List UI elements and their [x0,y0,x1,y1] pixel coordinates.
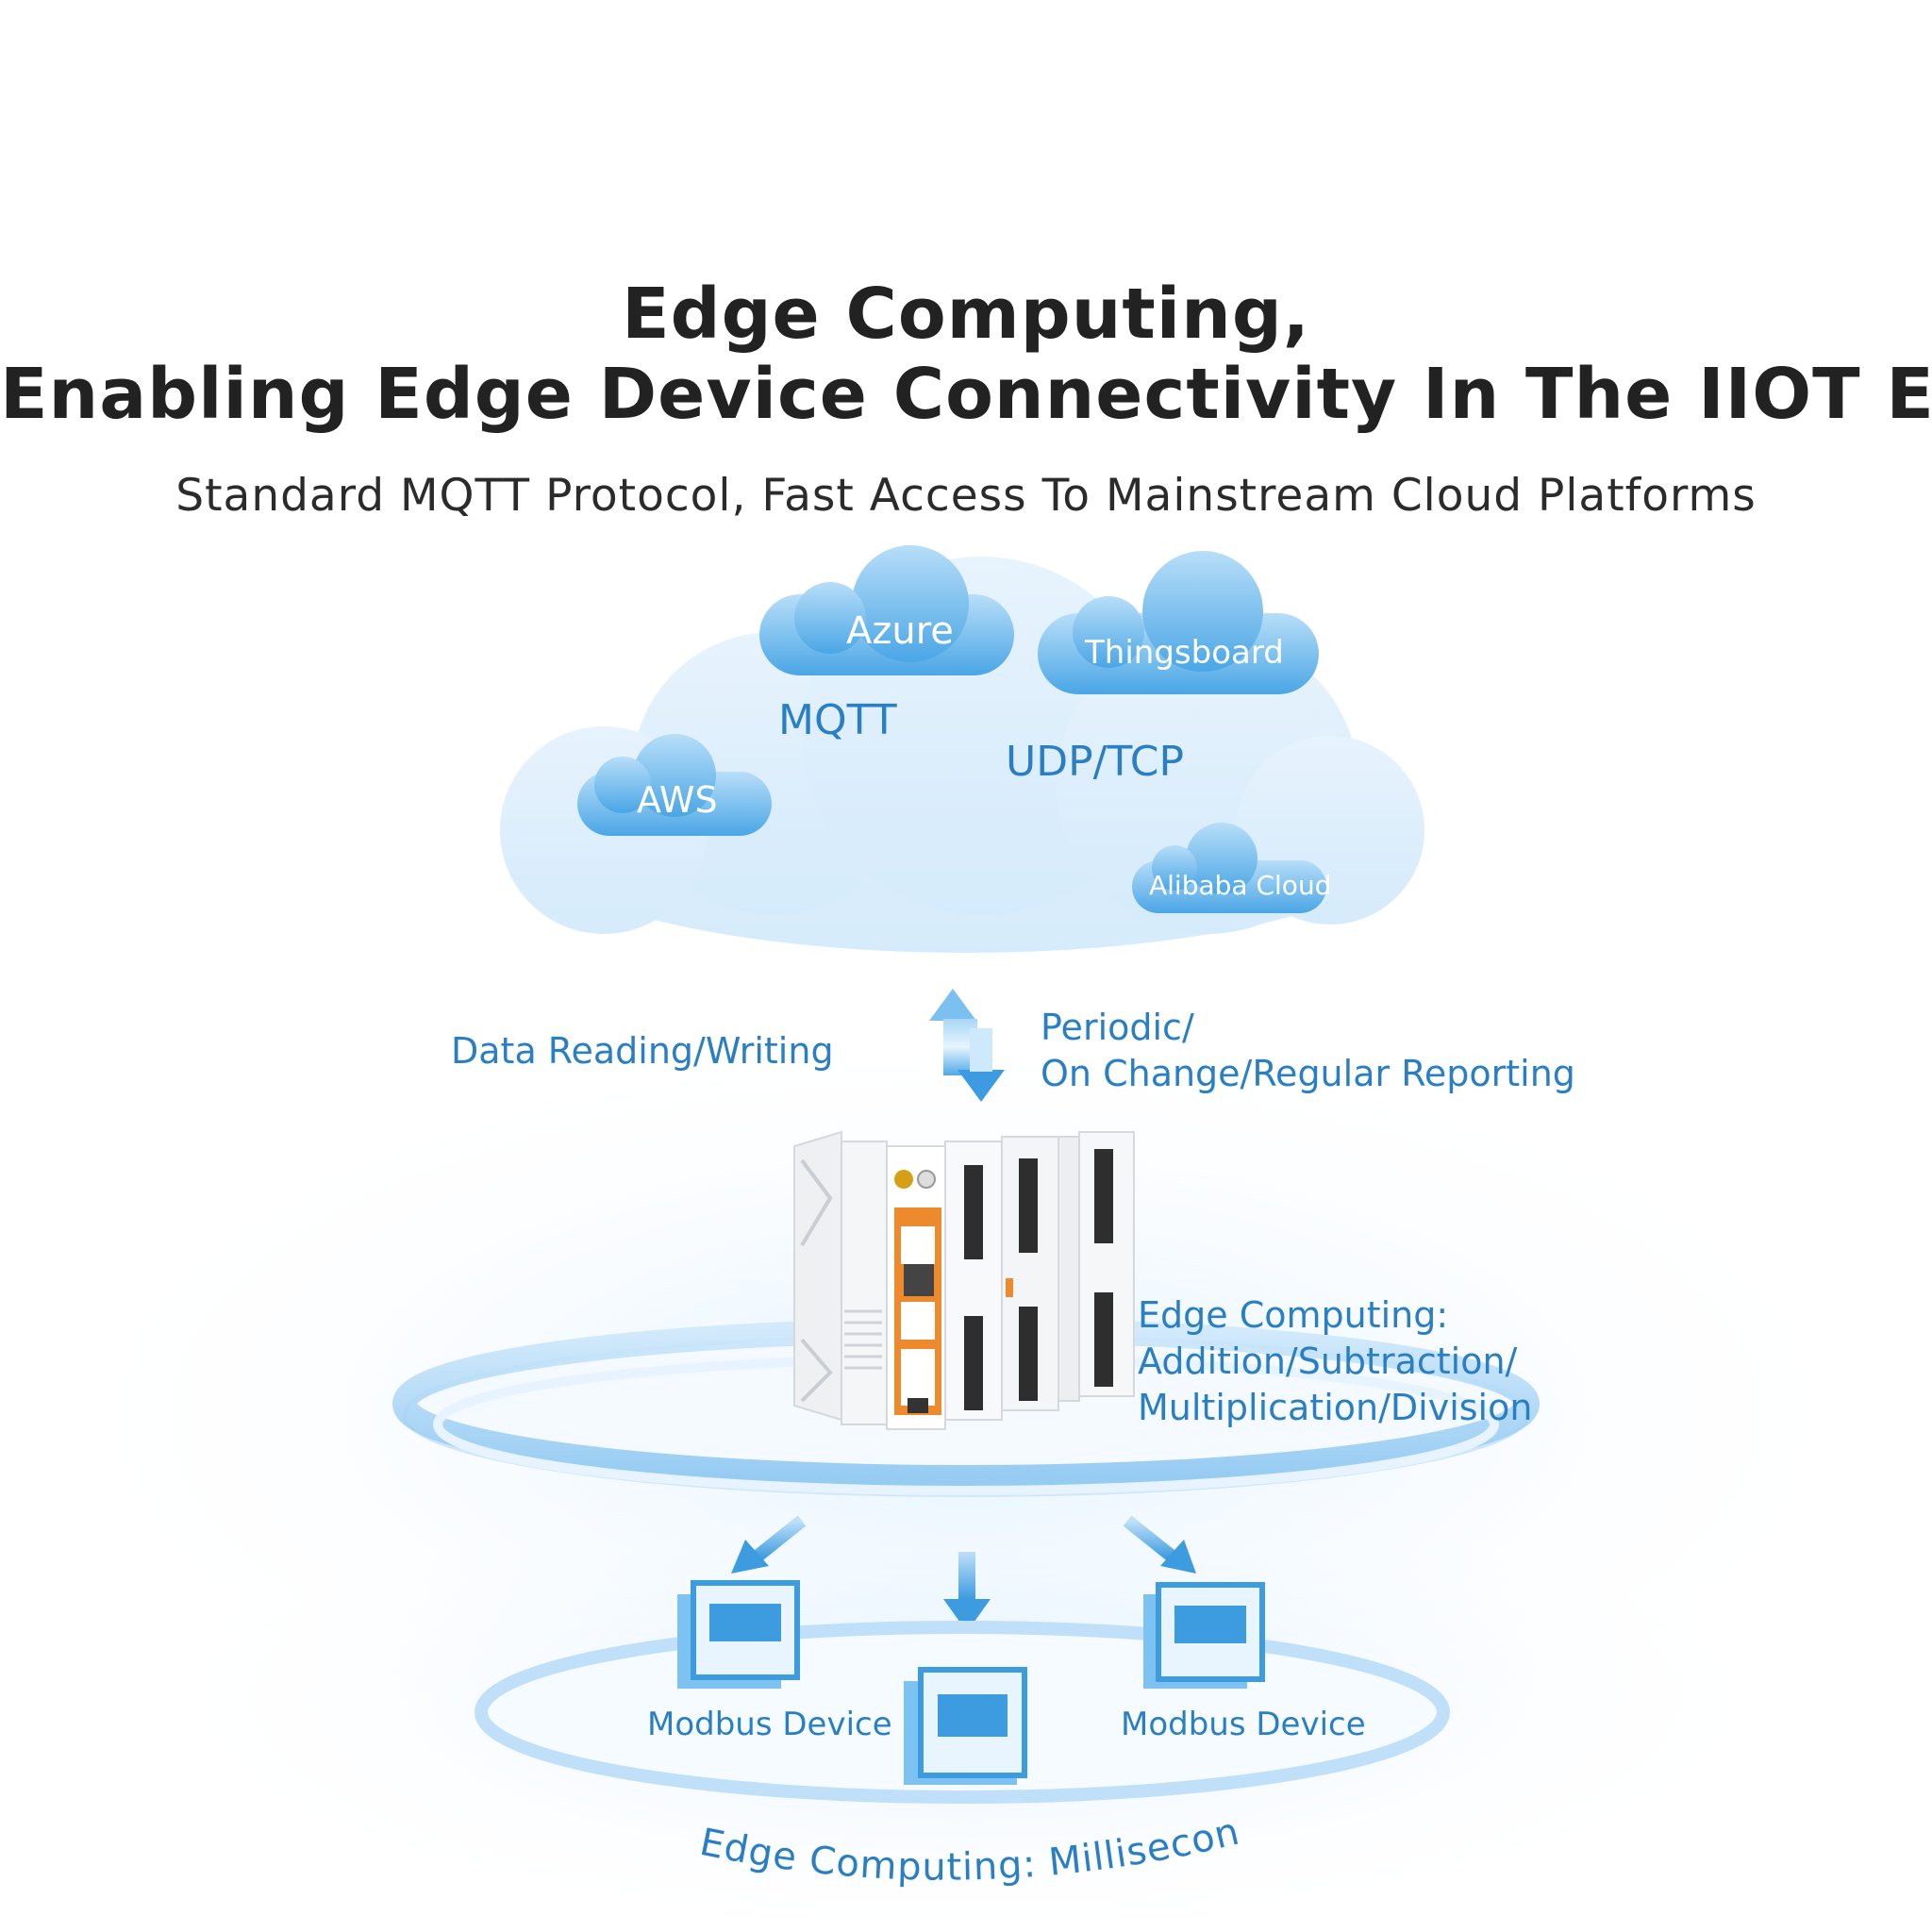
modbus-device-right-icon [1143,1582,1265,1689]
cloud-label-thingsboard: Thingsboard [1085,634,1284,672]
gateway-device-illustration [793,1130,1135,1430]
thingsboard-cloud [1038,551,1319,694]
modbus-device-left-icon [677,1580,800,1689]
cloud-label-aws: AWS [637,779,718,821]
protocol-label-udp-tcp: UDP/TCP [1006,738,1184,786]
bidirectional-arrow-icon [929,989,1005,1102]
down-arrow-left-icon [731,1515,807,1574]
cloud-label-alibaba: Alibaba Cloud [1149,870,1332,901]
down-arrow-right-icon [1123,1515,1196,1574]
modbus-device-center-icon [904,1667,1027,1785]
modbus-device-left-label: Modbus Device [647,1706,892,1743]
modbus-device-right-label: Modbus Device [1121,1706,1366,1743]
data-read-write-label: Data Reading/Writing [451,1030,834,1072]
reporting-label-line2: On Change/Regular Reporting [1041,1053,1575,1094]
gateway-label-line1: Edge Computing: [1138,1294,1449,1336]
page-title-line2: Enabling Edge Device Connectivity In The… [0,354,1932,435]
down-arrow-center-icon [943,1552,991,1632]
gateway-label-line3: Multiplication/Division [1138,1387,1533,1428]
aws-cloud [577,734,772,836]
page-title-line1: Edge Computing, [622,274,1310,355]
reporting-label-line1: Periodic/ [1041,1007,1194,1048]
protocol-label-mqtt: MQTT [778,696,897,744]
gateway-label-line2: Addition/Subtraction/ [1138,1341,1518,1382]
page-subtitle: Standard MQTT Protocol, Fast Access To M… [175,470,1757,522]
azure-cloud [759,545,1014,675]
alibaba-cloud [1132,823,1326,913]
cloud-label-azure: Azure [846,609,954,653]
